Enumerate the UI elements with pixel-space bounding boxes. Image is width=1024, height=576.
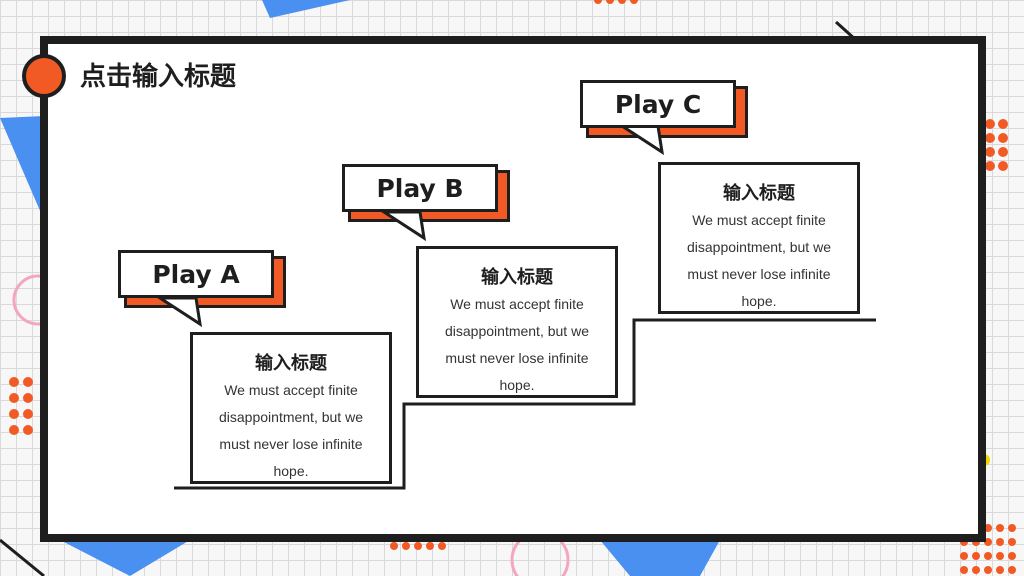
step-label-b[interactable]: Play B: [342, 164, 498, 212]
step-card-a: 输入标题 We must accept finite disappointmen…: [190, 332, 392, 484]
orange-dots-right: [985, 119, 1008, 171]
card-title-c[interactable]: 输入标题: [723, 183, 795, 204]
step-label-a[interactable]: Play A: [118, 250, 274, 298]
card-title-a[interactable]: 输入标题: [255, 353, 327, 374]
card-text-a[interactable]: We must accept finite disappointment, bu…: [219, 382, 363, 479]
step-label-c[interactable]: Play C: [580, 80, 736, 128]
card-text-c[interactable]: We must accept finite disappointment, bu…: [687, 212, 831, 309]
blue-triangle-bottom-right: [600, 540, 720, 576]
black-line-bottom: [0, 538, 45, 576]
orange-dots-top: [594, 0, 638, 4]
slide-title[interactable]: 点击输入标题: [80, 62, 237, 92]
blue-triangle-top: [262, 0, 350, 18]
card-title-b[interactable]: 输入标题: [481, 267, 553, 288]
step-card-b: 输入标题 We must accept finite disappointmen…: [416, 246, 618, 398]
card-text-b[interactable]: We must accept finite disappointment, bu…: [445, 296, 589, 393]
blue-triangle-left: [0, 116, 44, 220]
step-card-c: 输入标题 We must accept finite disappointmen…: [658, 162, 860, 314]
orange-dots-left: [9, 377, 33, 435]
blue-triangle-bottom-left: [60, 540, 190, 576]
title-bullet-icon: [22, 54, 66, 98]
orange-dots-bottom: [390, 542, 446, 550]
